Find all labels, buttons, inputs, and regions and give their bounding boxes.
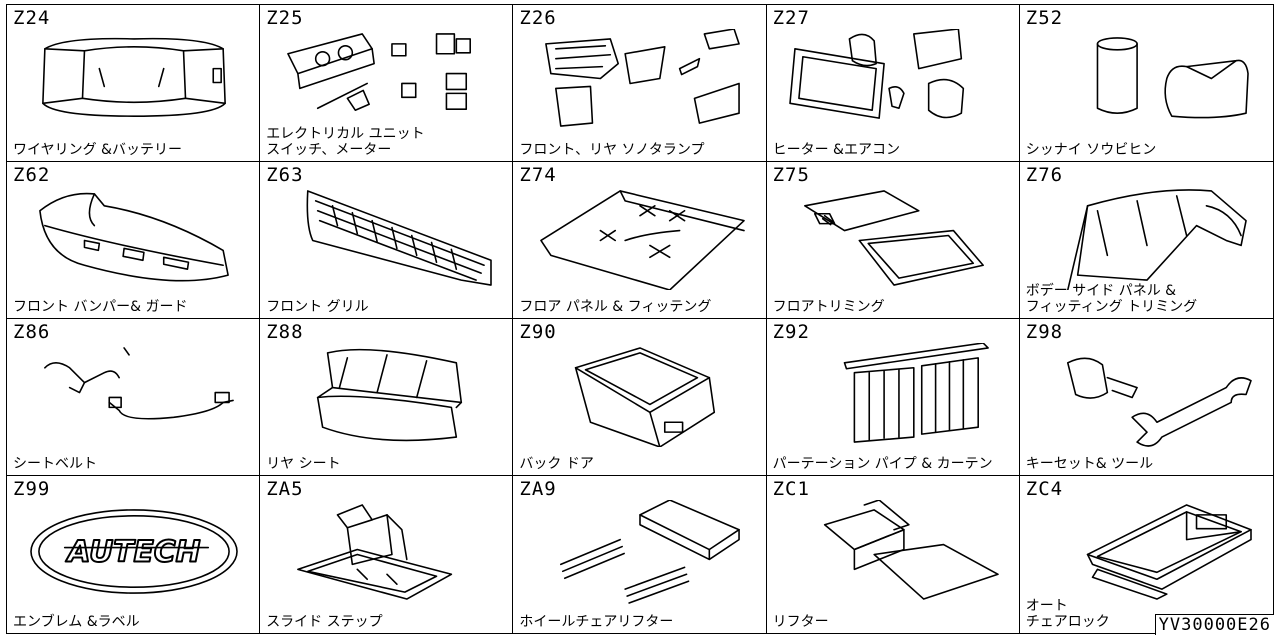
emblem-icon: AUTECH [25, 500, 243, 604]
category-label: シートベルト [13, 456, 97, 472]
category-cell-z74[interactable]: Z74 フロア パネル & フィッテング [513, 162, 767, 319]
category-code: Z76 [1025, 164, 1064, 186]
category-code: ZA5 [266, 478, 304, 500]
lifter-icon [785, 499, 1003, 604]
category-label: パーテーション パイプ & カーテン [772, 456, 993, 472]
heater-aircon-icon [785, 28, 1003, 133]
diagram-reference-code: YV30000E26 [1154, 614, 1274, 635]
category-code: Z90 [519, 321, 557, 343]
category-code: Z52 [1025, 7, 1064, 29]
category-code: Z92 [772, 321, 810, 343]
category-label: フロアトリミング [772, 299, 885, 315]
partition-curtain-icon [785, 342, 1003, 447]
category-cell-z62[interactable]: Z62 フロント バンパー& ガード [7, 162, 261, 319]
category-label: リフター [772, 614, 829, 630]
category-cell-zc4[interactable]: ZC4 オート チェアロック [1019, 476, 1273, 633]
category-label: キーセット& ツール [1025, 456, 1154, 472]
category-cell-z86[interactable]: Z86 シートベルト [7, 319, 261, 476]
category-label: スライド ステップ [266, 614, 383, 630]
category-cell-z88[interactable]: Z88 リヤ シート [260, 319, 514, 476]
body-side-panel-icon [1038, 186, 1256, 291]
category-cell-z27[interactable]: Z27 ヒーター &エアコン [766, 5, 1020, 162]
car-wiring-outline-icon [25, 29, 243, 133]
category-label: フロント グリル [266, 299, 369, 315]
category-cell-zc1[interactable]: ZC1 リフター [766, 476, 1020, 633]
category-code: Z75 [772, 164, 810, 186]
category-code: ZC1 [772, 478, 810, 500]
category-code: Z63 [266, 164, 304, 186]
category-label: バック ドア [519, 456, 594, 472]
key-tool-icon [1038, 343, 1256, 447]
auto-chair-lock-icon [1038, 500, 1256, 604]
category-label: リヤ シート [266, 456, 341, 472]
parts-catalog-grid: Z24 ワイヤリング &バッテリー Z25 エレクトリカル ユニット スイッチ、メータ… [6, 4, 1274, 634]
category-label: ヒーター &エアコン [772, 142, 900, 158]
category-label: フロント バンパー& ガード [13, 299, 188, 315]
category-cell-z63[interactable]: Z63 フロント グリル [260, 162, 514, 319]
category-code: Z25 [266, 7, 304, 29]
category-label: エレクトリカル ユニット スイッチ、メーター [266, 126, 425, 158]
category-code: ZC4 [1025, 478, 1064, 500]
category-code: ZA9 [519, 478, 557, 500]
category-label: エンブレム &ラベル [13, 614, 140, 630]
category-code: Z74 [519, 164, 557, 186]
category-cell-za9[interactable]: ZA9 ホイールチェアリフター [513, 476, 767, 633]
front-bumper-icon [25, 186, 243, 290]
category-cell-z52[interactable]: Z52 シッナイ ソウビヒン [1019, 5, 1273, 162]
category-code: Z99 [13, 478, 51, 500]
category-cell-z24[interactable]: Z24 ワイヤリング &バッテリー [7, 5, 261, 162]
category-cell-z25[interactable]: Z25 エレクトリカル ユニット スイッチ、メーター [260, 5, 514, 162]
switches-meter-icon [278, 29, 496, 133]
front-grille-icon [278, 186, 496, 290]
category-cell-z92[interactable]: Z92 パーテーション パイプ & カーテン [766, 319, 1020, 476]
category-code: Z24 [13, 7, 51, 29]
interior-equipment-icon [1038, 29, 1256, 133]
category-code: Z88 [266, 321, 304, 343]
category-cell-z76[interactable]: Z76 ボデー サイド パネル & フィッティング トリミング [1019, 162, 1273, 319]
floor-mat-icon [785, 186, 1003, 290]
category-label: ホイールチェアリフター [519, 614, 674, 630]
category-label: ボデー サイド パネル & フィッティング トリミング [1025, 283, 1198, 315]
wheelchair-lifter-icon [531, 499, 749, 604]
category-cell-z75[interactable]: Z75 フロアトリミング [766, 162, 1020, 319]
category-cell-za5[interactable]: ZA5 スライド ステップ [260, 476, 514, 633]
lamps-icon [531, 28, 749, 133]
category-label: フロント、リヤ ソノタランプ [519, 142, 705, 158]
category-code: Z98 [1025, 321, 1064, 343]
category-code: Z26 [519, 7, 557, 29]
rear-seat-icon [278, 343, 496, 447]
floor-panel-icon [531, 186, 749, 291]
category-code: Z27 [772, 7, 810, 29]
back-door-icon [531, 343, 749, 448]
category-cell-z98[interactable]: Z98 キーセット& ツール [1019, 319, 1273, 476]
category-cell-z90[interactable]: Z90 バック ドア [513, 319, 767, 476]
category-code: Z62 [13, 164, 51, 186]
emblem-text: AUTECH [66, 534, 201, 569]
category-label: フロア パネル & フィッテング [519, 299, 712, 315]
category-label: ワイヤリング &バッテリー [13, 142, 182, 158]
category-cell-z26[interactable]: Z26 フロント、リヤ ソノタランプ [513, 5, 767, 162]
seat-belt-icon [25, 343, 243, 447]
category-code: Z86 [13, 321, 51, 343]
slide-step-icon [278, 500, 496, 604]
category-label: シッナイ ソウビヒン [1025, 142, 1157, 158]
category-label: オート チェアロック [1025, 598, 1110, 630]
